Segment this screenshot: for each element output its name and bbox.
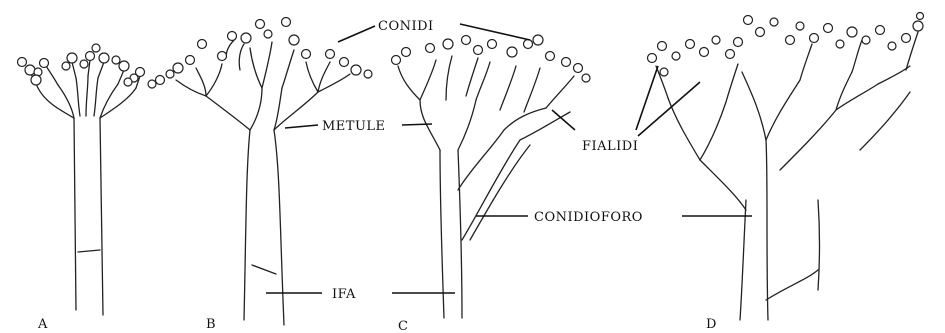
leader-conidi-right — [460, 24, 530, 40]
panel-b-drawing — [148, 18, 372, 326]
panel-label-c: C — [398, 319, 408, 333]
label-ifa: IFA — [332, 287, 356, 302]
label-conidioforo: CONIDIOFORO — [534, 210, 643, 225]
panel-d-drawing — [648, 13, 924, 321]
leader-metule-left — [285, 125, 318, 128]
leader-fialidi-2 — [638, 82, 700, 136]
panel-label-d: D — [706, 317, 716, 332]
panel-label-a: A — [37, 317, 48, 332]
panel-c-drawing — [392, 35, 591, 318]
panel-label-b: B — [206, 317, 216, 332]
label-conidi: CONIDI — [378, 19, 434, 34]
leader-conidi-left — [338, 26, 375, 42]
panel-a-drawing — [18, 44, 145, 315]
label-metule: METULE — [322, 119, 386, 134]
leader-metule-right — [402, 124, 432, 125]
label-fialidi: FIALIDI — [582, 139, 638, 154]
